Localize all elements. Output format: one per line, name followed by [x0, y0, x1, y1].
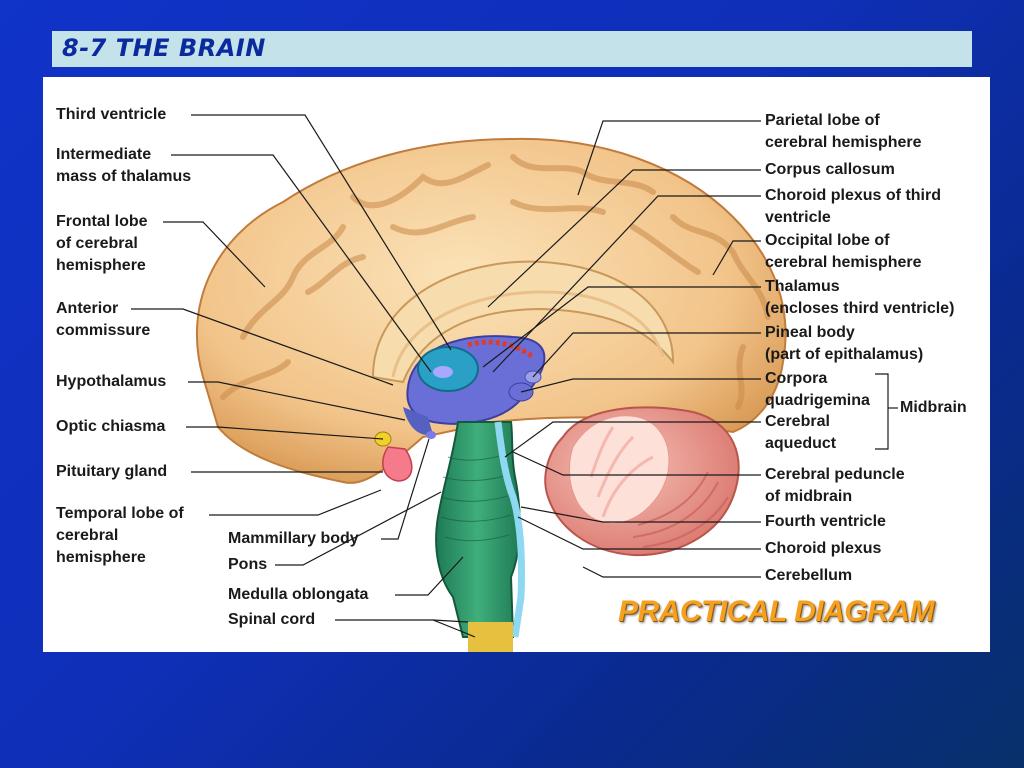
label-cerebellum: Cerebellum [765, 567, 853, 584]
label-cerebral-aqueduct: Cerebral aqueduct [765, 413, 837, 452]
label-cerebral-peduncle: Cerebral peduncle of midbrain [765, 466, 905, 505]
slide-title: 8-7 THE BRAIN [62, 34, 266, 62]
label-third-ventricle: Third ventricle [56, 106, 167, 123]
practical-diagram-caption: PRACTICAL DIAGRAM [618, 595, 934, 628]
corpus-callosum [371, 260, 675, 384]
mammillary-body [426, 431, 436, 439]
label-fourth-ventricle: Fourth ventricle [765, 513, 886, 530]
label-optic-chiasma: Optic chiasma [56, 418, 166, 435]
label-choroid-plexus: Choroid plexus [765, 540, 882, 557]
label-choroid-plexus-third-ventricle: Choroid plexus of third ventricle [765, 187, 941, 226]
label-medulla-oblongata: Medulla oblongata [228, 586, 369, 603]
label-pons: Pons [228, 556, 268, 573]
label-occipital-lobe: Occipital lobe of cerebral hemisphere [765, 232, 922, 271]
hypothalamus [403, 407, 433, 436]
label-corpus-callosum: Corpus callosum [765, 161, 895, 178]
gyri-folds [220, 154, 771, 410]
pituitary-gland [382, 446, 413, 482]
label-temporal-lobe: Temporal lobe of cerebral hemisphere [56, 505, 184, 566]
arbor-vitae [569, 415, 670, 524]
brainstem [435, 421, 521, 638]
label-corpora-quadrigemina: Corpora quadrigemina [765, 370, 870, 409]
label-frontal-lobe: Frontal lobe of cerebral hemisphere [56, 213, 148, 274]
label-hypothalamus: Hypothalamus [56, 373, 167, 390]
label-thalamus: Thalamus (encloses third ventricle) [765, 278, 955, 317]
label-pituitary-gland: Pituitary gland [56, 463, 168, 480]
leader-lines [131, 114, 898, 638]
brain-illustration [131, 114, 898, 652]
spinal-cord [468, 622, 513, 652]
label-anterior-commissure: Anterior commissure [56, 300, 151, 339]
label-mammillary-body: Mammillary body [228, 530, 359, 547]
label-midbrain-group: Midbrain [900, 399, 967, 416]
slide-title-bar: 8-7 THE BRAIN [52, 31, 972, 67]
brain-diagram: Third ventricle Intermediate mass of tha… [43, 77, 990, 652]
label-intermediate-mass: Intermediate mass of thalamus [56, 146, 192, 185]
label-pineal-body: Pineal body (part of epithalamus) [765, 324, 924, 363]
label-spinal-cord: Spinal cord [228, 611, 316, 628]
label-parietal-lobe: Parietal lobe of cerebral hemisphere [765, 112, 922, 151]
cerebral-aqueduct [494, 421, 526, 638]
